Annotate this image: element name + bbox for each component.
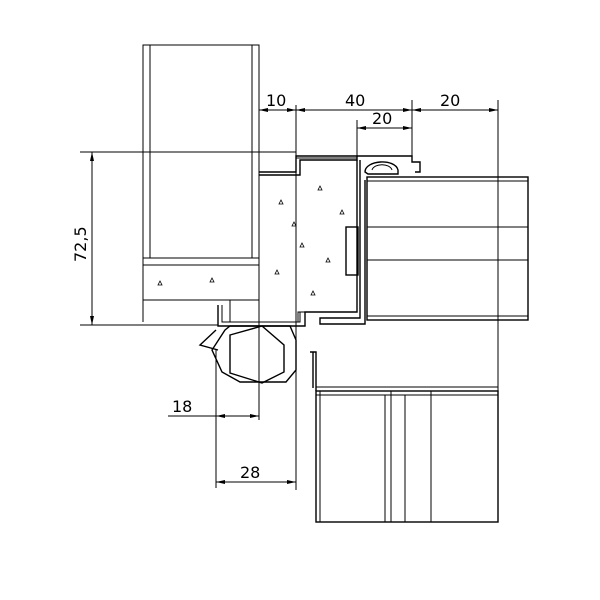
dim-18-label: 18 bbox=[172, 397, 192, 416]
dim-20-inner-label: 20 bbox=[372, 109, 392, 128]
rubber-seal bbox=[364, 161, 399, 175]
dim-10-label: 10 bbox=[266, 91, 286, 110]
door-leaf-upper bbox=[366, 176, 529, 321]
dimension-lines bbox=[80, 100, 499, 490]
dim-20-top-label: 20 bbox=[440, 91, 460, 110]
dim-40-label: 40 bbox=[345, 91, 365, 110]
dim-72-5-label: 72,5 bbox=[71, 226, 90, 262]
concrete-infill bbox=[157, 157, 358, 323]
door-leaf-lower bbox=[310, 351, 499, 523]
hinge-leaf bbox=[345, 226, 359, 276]
dim-28-label: 28 bbox=[240, 463, 260, 482]
plaster-layer bbox=[142, 257, 260, 322]
anchor-bolt bbox=[198, 325, 297, 384]
